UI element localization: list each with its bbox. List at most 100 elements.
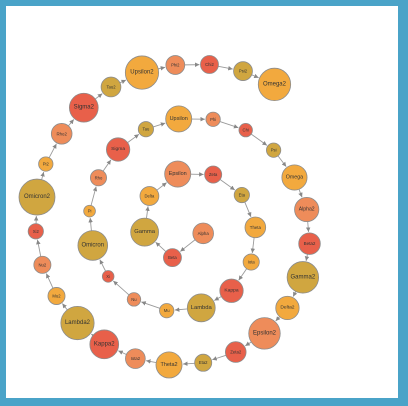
node-circle xyxy=(77,230,109,261)
edge-mu-to-nu xyxy=(141,301,161,309)
node-nu2[interactable]: Nu2 xyxy=(33,255,52,274)
node-xi[interactable]: Xi xyxy=(101,270,115,283)
node-zeta[interactable]: Zeta xyxy=(204,165,223,184)
node-kappa[interactable]: Kappa xyxy=(219,278,244,303)
node-phi[interactable]: Phi xyxy=(205,111,221,127)
node-circle xyxy=(257,67,292,102)
edge-sigma-to-tau xyxy=(127,133,140,143)
edge-gamma2-to-delta2 xyxy=(292,291,298,297)
node-psi2[interactable]: Psi2 xyxy=(233,61,253,81)
node-iota[interactable]: Iota xyxy=(242,253,260,271)
node-sigma[interactable]: Sigma xyxy=(106,137,131,162)
edge-gamma-to-delta xyxy=(145,206,150,219)
node-mu2[interactable]: Mu2 xyxy=(47,287,66,305)
node-chi2[interactable]: Chi2 xyxy=(200,55,219,74)
node-psi[interactable]: Psi xyxy=(266,142,282,158)
node-label: Tau2 xyxy=(106,84,116,89)
node-circle xyxy=(200,55,219,74)
node-eta2[interactable]: Eta2 xyxy=(194,353,213,372)
node-mu[interactable]: Mu xyxy=(159,303,175,319)
node-label: Phi2 xyxy=(171,62,180,67)
node-label: Psi2 xyxy=(239,69,248,74)
node-label: Upsilon xyxy=(170,116,188,122)
edge-eta2-to-theta2 xyxy=(183,361,195,366)
node-label: Psi xyxy=(271,148,277,153)
node-label: Alpha2 xyxy=(299,207,315,213)
node-lambda2[interactable]: Lambda2 xyxy=(60,305,95,341)
node-omega[interactable]: Omega xyxy=(281,164,308,191)
node-label: Chi xyxy=(243,128,249,133)
node-circle xyxy=(47,287,66,305)
node-circle xyxy=(159,303,175,319)
node-tau[interactable]: Tau xyxy=(137,121,154,138)
node-circle xyxy=(126,292,142,307)
edge-tau-to-upsilon xyxy=(153,122,166,128)
node-label: Mu2 xyxy=(52,293,61,298)
node-alpha2[interactable]: Alpha2 xyxy=(294,196,320,223)
node-sigma2[interactable]: Sigma2 xyxy=(68,92,99,123)
node-alpha[interactable]: Alpha xyxy=(192,222,214,245)
edge-epsilon2-to-zeta2 xyxy=(245,341,252,347)
edge-mu2-to-nu2 xyxy=(45,273,54,289)
node-delta[interactable]: Delta xyxy=(139,186,160,206)
node-circle xyxy=(192,222,214,245)
edge-psi-to-omega xyxy=(277,155,287,167)
node-circle xyxy=(130,217,159,247)
edge-tau2-to-upsilon2 xyxy=(119,79,127,84)
node-tau2[interactable]: Tau2 xyxy=(100,76,122,98)
node-kappa2[interactable]: Kappa2 xyxy=(89,329,120,360)
node-circle xyxy=(238,122,253,138)
node-label: Mu xyxy=(164,308,170,313)
node-label: Iota xyxy=(248,260,256,265)
node-nu[interactable]: Nu xyxy=(126,292,142,307)
node-label: Omicron xyxy=(81,242,104,248)
node-iota2[interactable]: Iota2 xyxy=(125,348,146,369)
edge-pi2-to-rho2 xyxy=(48,143,57,158)
node-circle xyxy=(224,341,247,363)
node-phi2[interactable]: Phi2 xyxy=(165,55,186,75)
node-lambda[interactable]: Lambda xyxy=(186,293,216,323)
node-label: Rho2 xyxy=(57,131,68,136)
node-upsilon2[interactable]: Upsilon2 xyxy=(124,55,160,90)
node-label: Epsilon2 xyxy=(253,330,277,336)
node-circle xyxy=(204,165,223,184)
node-omicron2[interactable]: Omicron2 xyxy=(18,178,56,216)
edge-alpha2-to-beta2 xyxy=(305,221,311,232)
node-xi2[interactable]: Xi2 xyxy=(27,223,44,240)
node-circle xyxy=(244,216,267,239)
node-epsilon2[interactable]: Epsilon2 xyxy=(248,317,281,350)
node-theta[interactable]: Theta xyxy=(244,216,267,239)
node-beta[interactable]: Beta xyxy=(163,248,182,268)
node-pi2[interactable]: Pi2 xyxy=(38,156,54,172)
node-rho[interactable]: Rho xyxy=(89,169,107,187)
node-label: Lambda2 xyxy=(65,320,91,326)
edge-layer xyxy=(33,62,311,366)
node-eta[interactable]: Eta xyxy=(233,186,250,204)
node-upsilon[interactable]: Upsilon xyxy=(165,105,193,133)
node-gamma2[interactable]: Gamma2 xyxy=(286,261,320,294)
node-gamma[interactable]: Gamma xyxy=(130,217,159,247)
node-rho2[interactable]: Rho2 xyxy=(50,123,73,145)
node-epsilon[interactable]: Epsilon xyxy=(164,160,192,188)
node-circle xyxy=(164,160,192,188)
node-circle xyxy=(165,55,186,75)
node-omicron[interactable]: Omicron xyxy=(77,230,109,261)
node-circle xyxy=(125,348,146,369)
node-omega2[interactable]: Omega2 xyxy=(257,67,292,102)
node-circle xyxy=(89,329,120,360)
node-delta2[interactable]: Delta2 xyxy=(275,295,300,321)
node-pi[interactable]: Pi xyxy=(83,204,96,218)
node-zeta2[interactable]: Zeta2 xyxy=(224,341,247,363)
edge-phi-to-chi xyxy=(219,121,239,129)
node-theta2[interactable]: Theta2 xyxy=(155,351,183,379)
node-label: Chi2 xyxy=(205,62,214,67)
node-label: Pi2 xyxy=(43,162,50,167)
node-beta2[interactable]: Beta2 xyxy=(298,232,321,255)
node-label: Beta xyxy=(168,255,177,260)
edge-psi2-to-omega2 xyxy=(251,73,259,79)
node-circle xyxy=(38,156,54,172)
node-chi[interactable]: Chi xyxy=(238,122,253,138)
node-label: Sigma xyxy=(111,146,125,152)
node-circle xyxy=(248,317,281,350)
